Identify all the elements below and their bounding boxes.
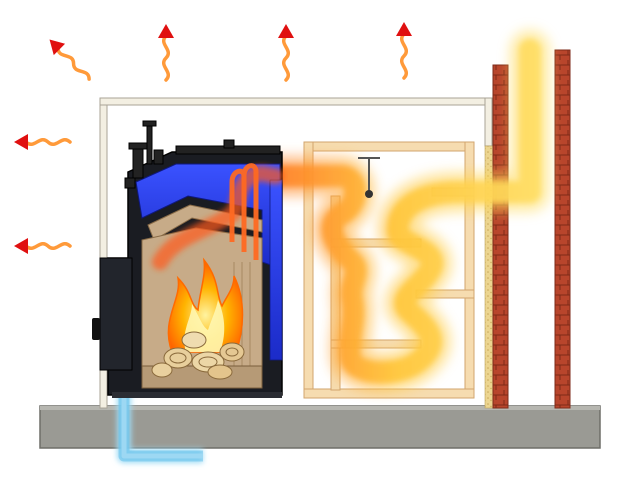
- wavy-heat-arrow-icon: [396, 22, 412, 80]
- door-handle: [92, 318, 100, 340]
- wavy-heat-arrow-icon: [278, 24, 294, 82]
- brick-wall-outer: [554, 49, 571, 409]
- heat-radiation-arrows: [14, 22, 412, 254]
- firewood-icon: [151, 331, 245, 380]
- damper-rod-icon: [358, 157, 380, 198]
- floor-slab: [39, 405, 601, 449]
- brick-wall-inner: [492, 64, 509, 409]
- flue-gas-path: [248, 30, 550, 393]
- stove-door: [99, 257, 133, 371]
- hot-gas-stream: [152, 163, 284, 270]
- brick-chimney-walls: [492, 49, 571, 409]
- valve-icon: [124, 120, 281, 189]
- cold-water-inlet-pipe: [117, 370, 203, 463]
- wavy-heat-arrow-icon: [14, 134, 72, 150]
- wavy-heat-arrow-icon: [158, 24, 174, 82]
- wavy-heat-arrow-icon: [14, 238, 72, 254]
- wavy-heat-arrow-icon: [49, 39, 91, 81]
